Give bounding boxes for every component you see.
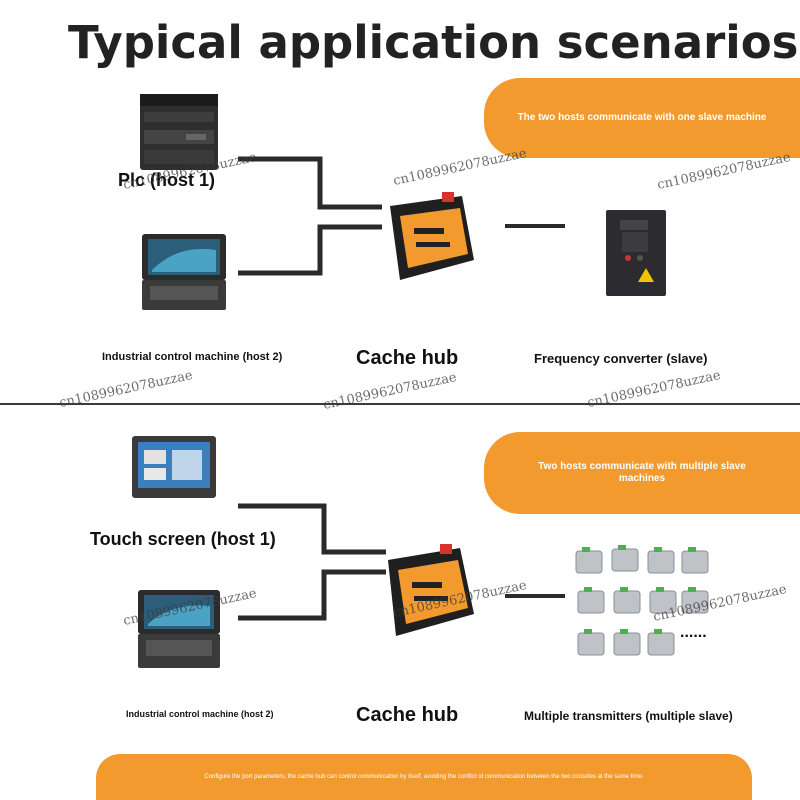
scenario1-banner: The two hosts communicate with one slave… [484,78,800,158]
page-title: Typical application scenarios [68,16,799,69]
hub-slave-line [505,224,565,228]
industrial-host2-label-2: Industrial control machine (host 2) [126,709,274,719]
footer-banner: Configure the port parameters, the cache… [96,754,752,800]
cache-hub-label: Cache hub [356,347,459,369]
cache-hub-label-2: Cache hub [356,704,459,726]
connection-lines-1 [238,156,382,276]
cache-hub-image [390,192,474,280]
scenario2-banner: Two hosts communicate with multiple slav… [484,432,800,514]
industrial-host2-label: Industrial control machine (host 2) [102,351,283,363]
cache-hub-image-2 [388,544,474,636]
plc-label: Plc (host 1) [118,170,216,190]
frequency-converter-label: Frequency converter (slave) [534,351,708,366]
touch-screen-image [132,436,216,498]
watermark: cn1089962078uzzae [321,370,458,413]
laptop-image-2 [138,590,220,668]
plc-image [140,94,218,170]
watermark: cn1089962078uzzae [391,146,528,189]
frequency-converter-image [606,210,666,296]
connection-lines-2 [238,503,386,621]
multiple-transmitters-label: Multiple transmitters (multiple slave) [524,709,733,723]
laptop-image [142,234,226,310]
hub-slaves-line [505,594,565,598]
transmitters-image [575,545,709,656]
section-divider [0,403,800,405]
touch-screen-label: Touch screen (host 1) [90,529,276,549]
ellipsis-text: ...... [680,624,707,641]
